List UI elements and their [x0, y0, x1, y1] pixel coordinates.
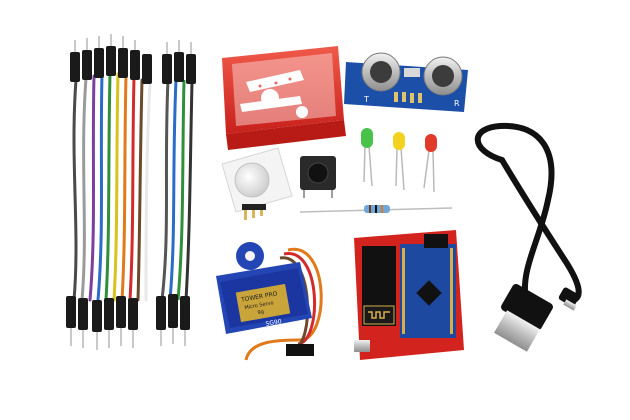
- jumper-wires-right: [156, 40, 196, 346]
- pir-sensor-module: [221, 147, 293, 220]
- servo-model-label: SG90: [265, 318, 282, 328]
- servo-weight-label: 9g: [257, 309, 264, 316]
- led-set: [361, 128, 437, 193]
- servo-horn-box: [222, 46, 346, 150]
- jumper-wires-left: [66, 34, 152, 350]
- usb-connectors: [494, 283, 580, 352]
- ultrasonic-r-label: R: [454, 99, 460, 108]
- ultrasonic-sensor: T R: [344, 52, 468, 112]
- servo-type-label: Micro Servo: [244, 300, 274, 311]
- micro-servo: TOWER PRO Micro Servo 9g SG90: [216, 242, 323, 361]
- usb-cable: [474, 122, 582, 303]
- ultrasonic-t-label: T: [363, 95, 369, 104]
- wifi-controller-board: [354, 230, 464, 360]
- push-button: [300, 156, 336, 198]
- resistor: [299, 205, 453, 213]
